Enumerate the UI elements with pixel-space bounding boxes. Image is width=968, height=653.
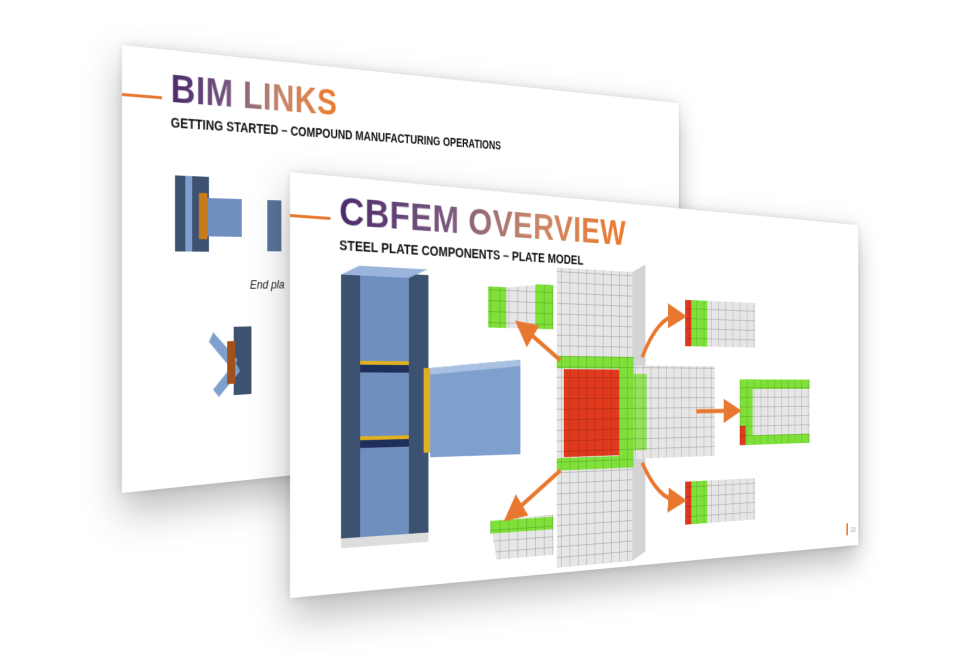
plate-patch-top-left — [488, 281, 553, 329]
connection-thumbnail-2 — [267, 200, 281, 251]
plate-patch-middle-right — [740, 379, 810, 445]
page-number-accent — [846, 523, 848, 535]
arrow-bottom-right — [642, 461, 677, 502]
bracing-thumbnail — [209, 326, 251, 397]
plate-model-figure — [290, 172, 858, 598]
steel-column-3d — [341, 265, 428, 549]
end-plate-connection-thumbnail — [175, 175, 242, 252]
plate-patch-top-right — [685, 300, 755, 348]
arrow-bottom-left — [513, 470, 560, 513]
arrow-top-right — [642, 315, 677, 358]
plate-patch-bottom-left — [490, 515, 553, 560]
steel-beam-3d — [424, 359, 521, 458]
page-number: 22 — [851, 526, 856, 534]
front-slide: CBFEM OVERVIEW STEEL PLATE COMPONENTS – … — [290, 172, 858, 598]
thumbnail-caption: End pla — [250, 277, 285, 291]
arrow-middle-right — [696, 411, 732, 412]
arrow-top-left — [524, 328, 560, 360]
plate-patch-bottom-right — [685, 478, 755, 525]
